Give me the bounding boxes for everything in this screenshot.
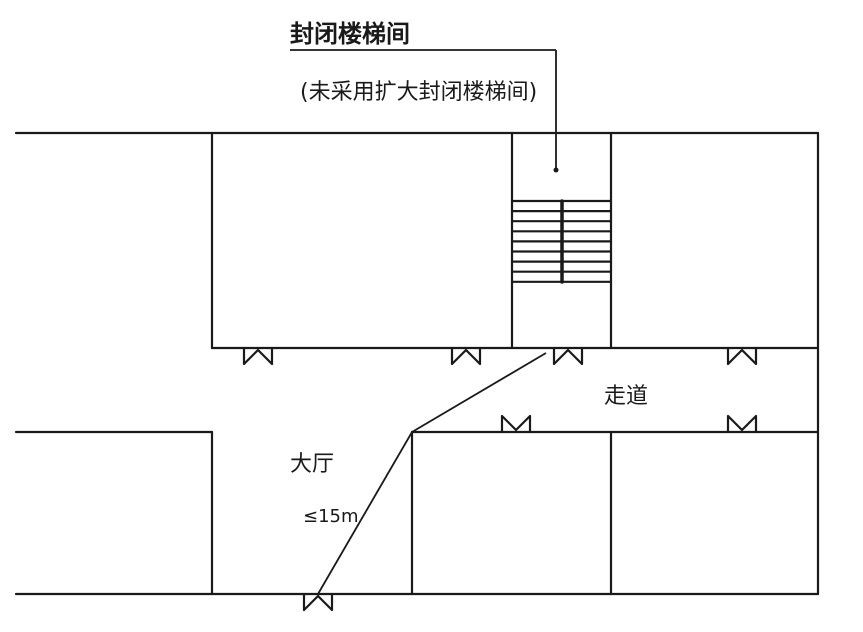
door-icon xyxy=(552,346,584,366)
door-icon xyxy=(302,592,334,612)
evacuation-path-line xyxy=(317,352,547,595)
door-icon xyxy=(726,346,758,366)
door-icon xyxy=(726,414,758,434)
door-icon xyxy=(242,346,274,366)
corridor-label: 走道 xyxy=(604,384,649,409)
distance-label: ≤15m xyxy=(303,506,359,527)
door-icon xyxy=(500,414,532,434)
stair-title: 封闭楼梯间 xyxy=(290,20,410,48)
door-icon xyxy=(450,346,482,366)
stair-subtitle: (未采用扩大封闭楼梯间) xyxy=(300,80,538,105)
leader-line xyxy=(290,49,559,173)
hall-label: 大厅 xyxy=(290,452,335,477)
walls xyxy=(14,131,820,596)
doors xyxy=(242,346,758,612)
